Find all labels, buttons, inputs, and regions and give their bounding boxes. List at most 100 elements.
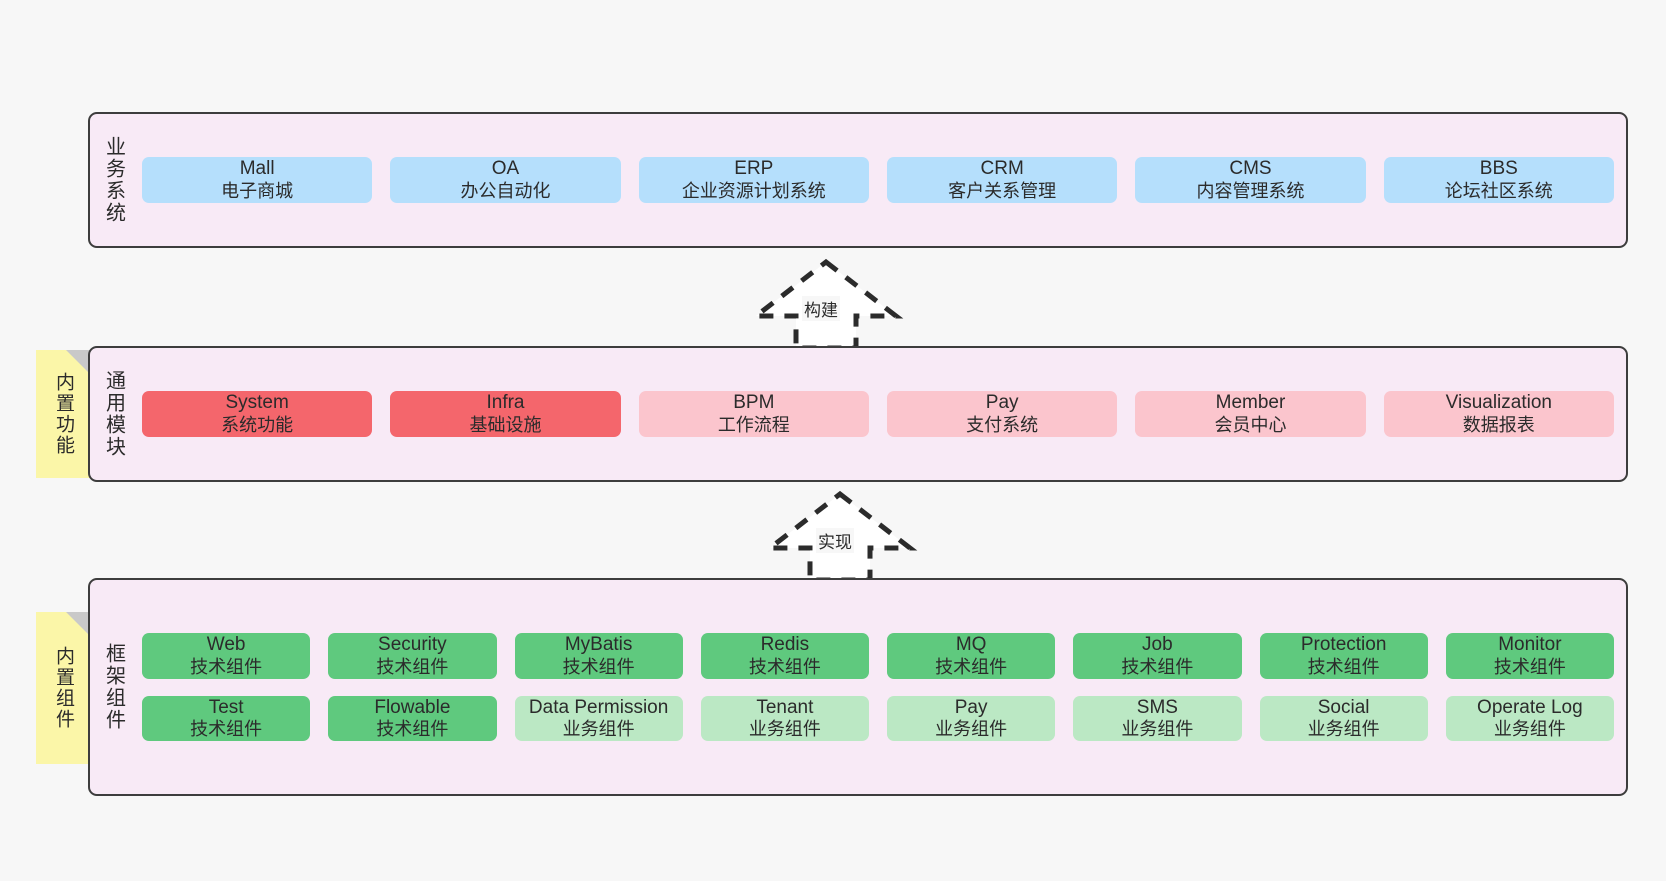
node-operate-log[interactable]: Operate Log 业务组件 [1445,695,1614,741]
node-security[interactable]: Security 技术组件 [328,633,497,679]
node-bpm-en: BPM [733,392,775,414]
node-monitor-en: Monitor [1498,634,1562,656]
note-fold-corner-icon [66,350,92,376]
node-visualization-en: Visualization [1445,392,1552,414]
node-pay-module[interactable]: Pay 支付系统 [886,391,1118,437]
node-mq[interactable]: MQ 技术组件 [887,633,1056,679]
node-security-cn: 技术组件 [376,656,449,677]
node-cms-en: CMS [1229,158,1272,180]
node-data-permission[interactable]: Data Permission 业务组件 [514,695,683,741]
node-flowable[interactable]: Flowable 技术组件 [328,695,497,741]
note-fold-corner-icon [66,612,92,638]
node-tenant[interactable]: Tenant 业务组件 [700,695,869,741]
node-redis-en: Redis [760,634,810,656]
node-pay-component-cn: 业务组件 [935,718,1008,739]
node-protection-cn: 技术组件 [1307,656,1380,677]
note-builtin-components: 内置组件 [36,612,92,764]
node-member-cn: 会员中心 [1214,414,1287,435]
node-sms-cn: 业务组件 [1121,718,1194,739]
node-erp-en: ERP [734,158,774,180]
layer-modules-title: 通用模块 [102,370,125,458]
connector-build-label: 构建 [802,296,840,321]
node-mall-en: Mall [239,158,275,180]
node-sms[interactable]: SMS 业务组件 [1073,695,1242,741]
node-job[interactable]: Job 技术组件 [1073,633,1242,679]
node-mybatis-cn: 技术组件 [562,656,635,677]
node-pay-module-cn: 支付系统 [966,414,1039,435]
layer-business-title: 业务系统 [102,136,125,224]
node-flowable-cn: 技术组件 [376,718,449,739]
connector-implement: 实现 [762,490,918,583]
node-tenant-en: Tenant [756,696,814,718]
layer-business-row: Mall 电子商城 OA 办公自动化 ERP 企业资源计划系统 CRM 客户关系… [142,157,1614,203]
node-flowable-en: Flowable [374,696,451,718]
node-social[interactable]: Social 业务组件 [1259,695,1428,741]
layer-business-body: Mall 电子商城 OA 办公自动化 ERP 企业资源计划系统 CRM 客户关系… [136,114,1626,246]
node-crm-cn: 客户关系管理 [948,180,1057,201]
node-oa-en: OA [491,158,520,180]
node-web[interactable]: Web 技术组件 [142,633,311,679]
layer-common-modules: 通用模块 System 系统功能 Infra 基础设施 BPM 工作流程 Pay… [88,346,1628,482]
node-test[interactable]: Test 技术组件 [142,695,311,741]
node-visualization-cn: 数据报表 [1462,414,1535,435]
node-bbs-en: BBS [1479,158,1518,180]
note-builtin-features-label: 内置功能 [52,372,74,456]
node-monitor-cn: 技术组件 [1493,656,1566,677]
node-operate-log-cn: 业务组件 [1493,718,1566,739]
node-oa[interactable]: OA 办公自动化 [390,157,621,203]
node-bbs[interactable]: BBS 论坛社区系统 [1383,157,1614,203]
node-web-cn: 技术组件 [190,656,263,677]
node-monitor[interactable]: Monitor 技术组件 [1445,633,1614,679]
node-data-permission-cn: 业务组件 [562,718,635,739]
layer-framework-row-tech: Web 技术组件 Security 技术组件 MyBatis 技术组件 Redi… [142,633,1614,679]
node-test-en: Test [208,696,244,718]
node-cms-cn: 内容管理系统 [1196,180,1305,201]
layer-framework-title: 框架组件 [102,643,125,731]
node-crm[interactable]: CRM 客户关系管理 [886,157,1118,203]
node-oa-cn: 办公自动化 [460,180,551,201]
node-sms-en: SMS [1136,696,1178,718]
node-web-en: Web [206,634,246,656]
node-redis[interactable]: Redis 技术组件 [700,633,869,679]
node-member-en: Member [1215,392,1286,414]
note-builtin-components-label: 内置组件 [52,646,74,730]
node-system[interactable]: System 系统功能 [142,391,373,437]
node-visualization[interactable]: Visualization 数据报表 [1383,391,1614,437]
node-job-cn: 技术组件 [1121,656,1194,677]
node-erp-cn: 企业资源计划系统 [681,180,826,201]
node-redis-cn: 技术组件 [748,656,821,677]
node-pay-component[interactable]: Pay 业务组件 [887,695,1056,741]
node-operate-log-en: Operate Log [1477,696,1583,718]
note-builtin-features: 内置功能 [36,350,92,478]
node-cms[interactable]: CMS 内容管理系统 [1135,157,1366,203]
connector-build: 构建 [748,258,904,351]
node-crm-en: CRM [980,158,1024,180]
node-bpm[interactable]: BPM 工作流程 [638,391,869,437]
connector-implement-label: 实现 [816,528,854,553]
node-job-en: Job [1142,634,1173,656]
node-mall[interactable]: Mall 电子商城 [142,157,373,203]
layer-framework-row-business: Test 技术组件 Flowable 技术组件 Data Permission … [142,695,1614,741]
node-infra-cn: 基础设施 [469,414,542,435]
node-test-cn: 技术组件 [190,718,263,739]
node-mybatis[interactable]: MyBatis 技术组件 [514,633,683,679]
node-pay-module-en: Pay [985,392,1019,414]
node-mybatis-en: MyBatis [564,634,633,656]
node-infra-en: Infra [486,392,525,414]
node-bpm-cn: 工作流程 [717,414,790,435]
node-infra[interactable]: Infra 基础设施 [390,391,621,437]
node-protection[interactable]: Protection 技术组件 [1259,633,1428,679]
node-mall-cn: 电子商城 [221,180,294,201]
node-social-cn: 业务组件 [1307,718,1380,739]
node-data-permission-en: Data Permission [528,696,669,718]
layer-modules-row: System 系统功能 Infra 基础设施 BPM 工作流程 Pay 支付系统… [142,391,1614,437]
node-bbs-cn: 论坛社区系统 [1444,180,1553,201]
node-pay-component-en: Pay [954,696,988,718]
node-member[interactable]: Member 会员中心 [1135,391,1366,437]
node-social-en: Social [1317,696,1370,718]
node-security-en: Security [378,634,447,656]
node-erp[interactable]: ERP 企业资源计划系统 [638,157,869,203]
layer-framework-body: Web 技术组件 Security 技术组件 MyBatis 技术组件 Redi… [136,580,1626,794]
node-protection-en: Protection [1300,634,1387,656]
